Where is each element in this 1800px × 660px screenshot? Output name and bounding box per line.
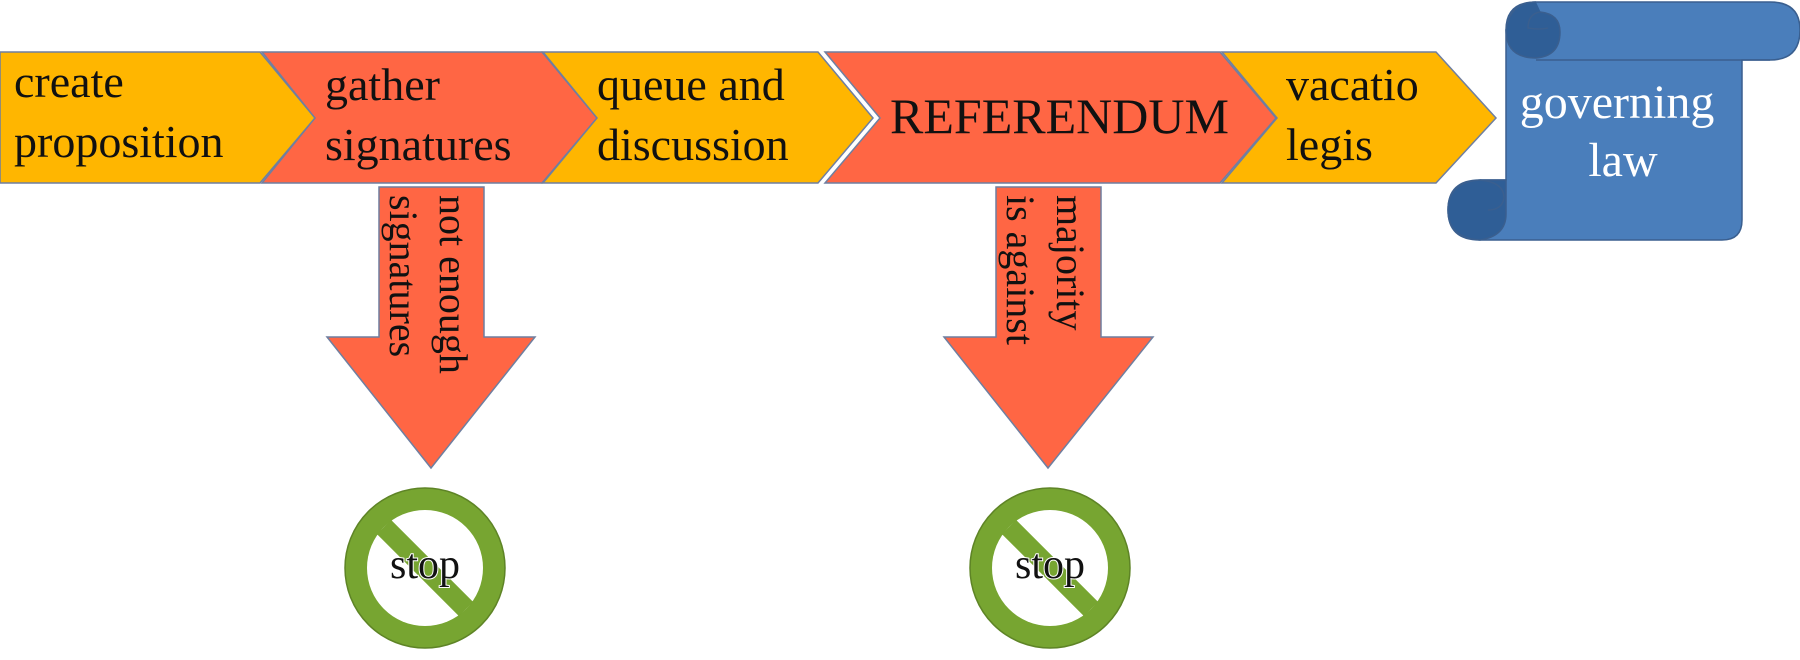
step-label-line: proposition [14,116,224,167]
stop-sign: stop [344,487,506,649]
step-label-line: REFERENDUM [890,88,1229,144]
step-arrow-shape [823,51,1277,184]
result-governing-law-scroll: governing law [1447,1,1800,241]
svg-text:majority is against: majority is against [998,195,1093,345]
step-referendum: REFERENDUM [823,51,1277,184]
stop-sign: stop [969,487,1131,649]
step-label-line: queue and [597,59,785,110]
exit-down-arrow [325,186,537,470]
exit-label-line: signatures [381,195,426,357]
exit-label-line: is against [998,195,1043,345]
step-label-line: legis [1286,119,1373,170]
exit-down-arrow [942,186,1155,470]
svg-text:vacatio legis: vacatio legis [1286,59,1430,170]
exit-not-enough-signatures: not enough signatures [325,186,537,470]
svg-text:queue and discussion: queue and discussion [597,59,796,170]
exit-label-line: majority [1048,195,1093,331]
stop-label: stop [1015,542,1085,588]
stop-slash [1001,519,1099,617]
scroll-bottom-curl [1447,179,1507,241]
svg-text:governing law: governing law [1520,76,1727,187]
step-label-line: signatures [325,119,512,170]
step-label-line: vacatio [1286,59,1419,110]
scroll-top-curl [1505,1,1561,59]
step-label-line: gather [325,59,440,110]
svg-text:REFERENDUM: REFERENDUM [890,88,1229,144]
exit-majority-is-against: majority is against [942,186,1155,470]
result-label-line: law [1588,134,1658,187]
step-gather-signatures: gather signatures [260,51,598,184]
scroll-bottom-curl-inner [1479,179,1505,211]
svg-text:create proposition: create proposition [14,56,224,167]
result-label-line: governing [1520,76,1715,129]
svg-text:gather signatures: gather signatures [325,59,512,170]
step-arrow-shape [541,51,874,184]
step-create-proposition: create proposition [0,51,316,184]
step-arrow-shape [260,51,598,184]
step-queue-and-discussion: queue and discussion [541,51,874,184]
stop-slash [376,519,474,617]
stop-label: stop [390,542,460,588]
exit-label-line: not enough [431,195,476,374]
step-label-line: discussion [597,119,789,170]
step-arrow-shape [0,51,316,184]
step-vacatio-legis: vacatio legis [1220,51,1498,184]
step-arrow-shape [1220,51,1498,184]
svg-text:not enough signatures: not enough signatures [381,195,476,384]
step-label-line: create [14,56,124,107]
